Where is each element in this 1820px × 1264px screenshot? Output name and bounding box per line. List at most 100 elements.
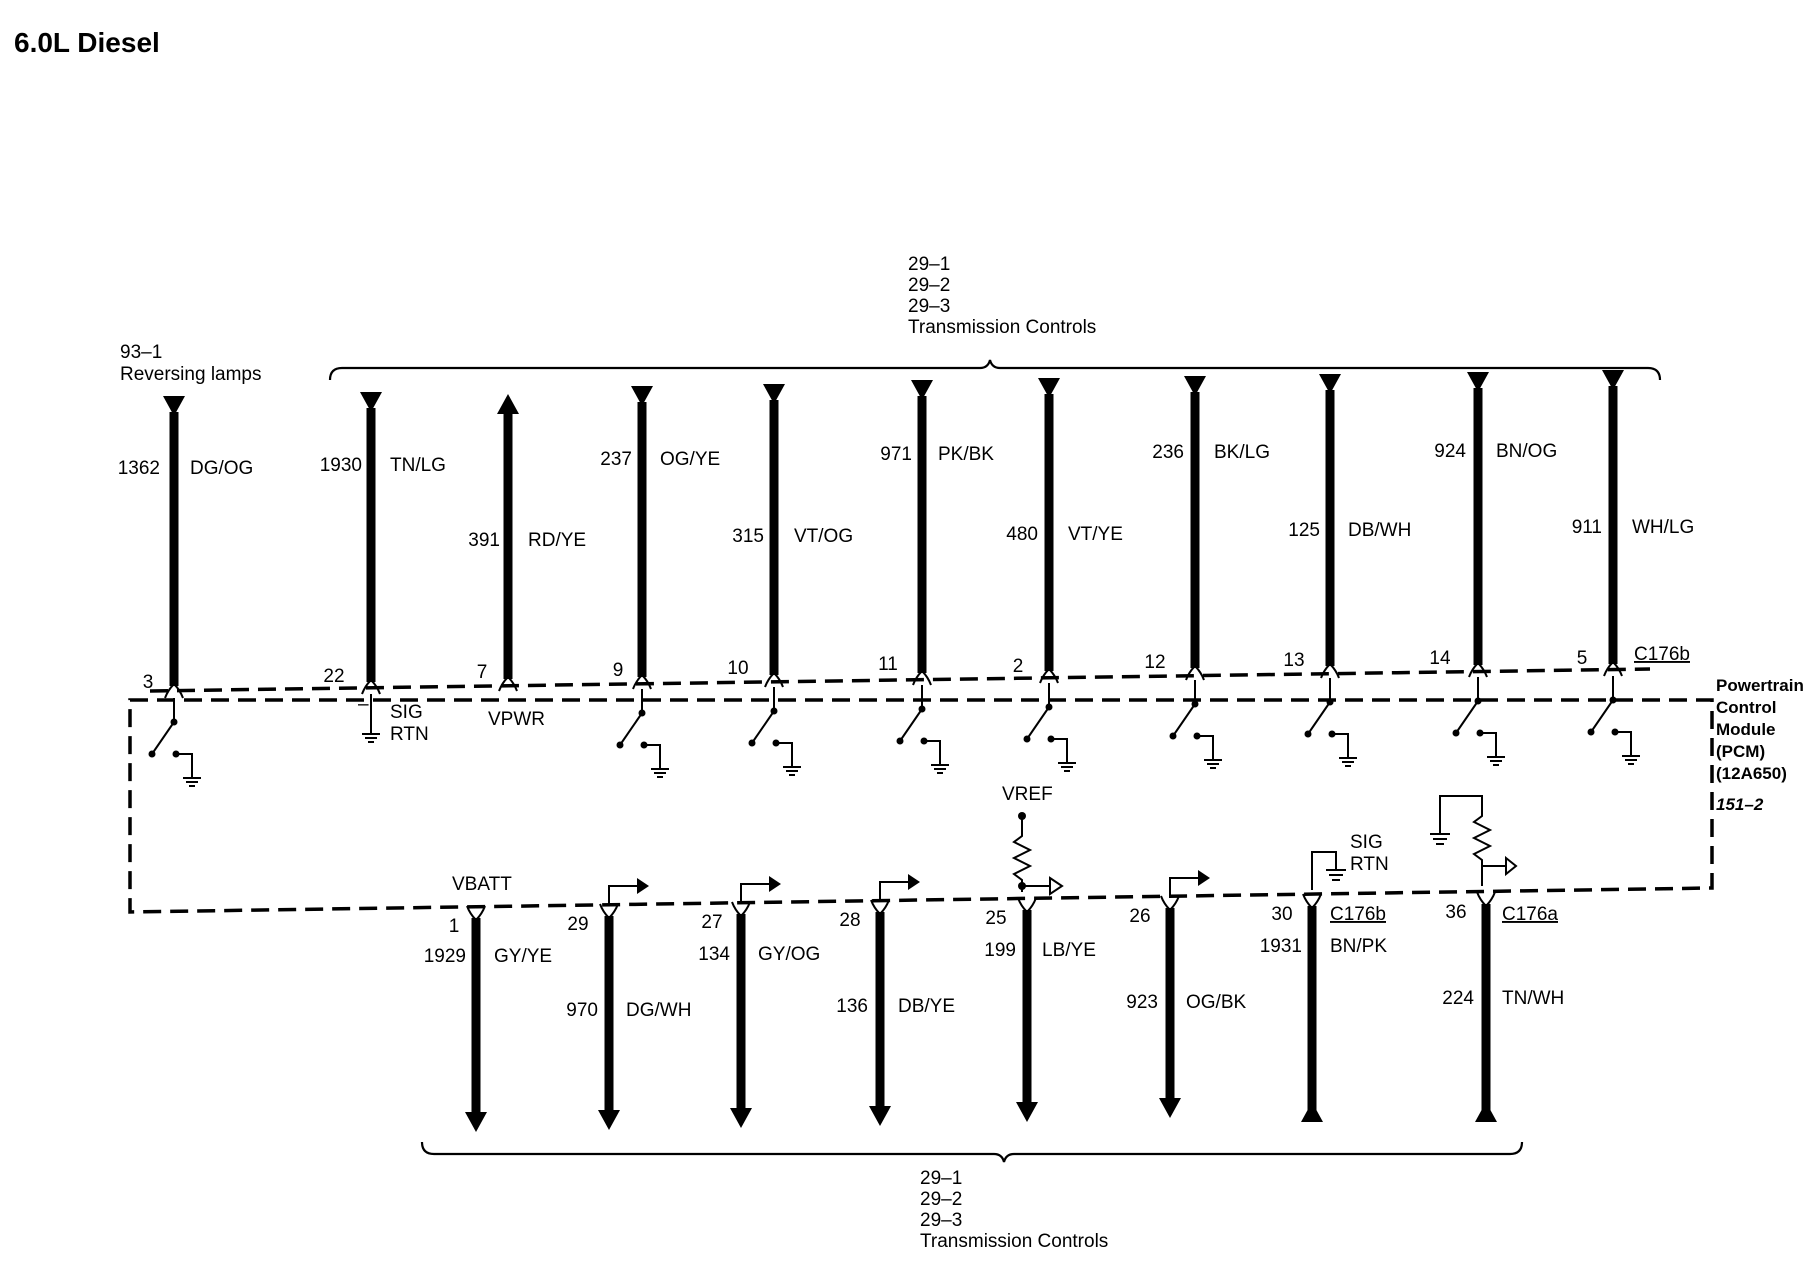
input-switch-icon [1304,678,1357,767]
wire-arrow-up [1475,1102,1497,1122]
bottom-group-ref-2: 29–2 [920,1189,962,1210]
wire-circuit-number: 136 [836,996,868,1017]
input-switch-icon [1023,683,1076,772]
wire-arrow-down [1159,1098,1181,1118]
wire-arrow-down [631,386,653,406]
wire-color-code: BK/LG [1214,442,1270,463]
connector-c176b-top-label: C176b [1634,644,1690,665]
wire-arrow-down [1319,374,1341,394]
wire-color-code: BN/OG [1496,441,1557,462]
connector-terminal [1476,891,1496,908]
wire-color-code: PK/BK [938,444,994,465]
top-group-ref-label: Transmission Controls [908,317,1096,338]
wire-circuit-number: 970 [566,1000,598,1021]
wire-circuit-number: 911 [1572,517,1602,538]
connector-terminal [1039,667,1059,684]
wire-pin-number: 26 [1129,906,1150,927]
wire-arrow-down [1038,378,1060,398]
wire-color-code: DB/WH [1348,520,1411,541]
output-driver-icon [1169,870,1210,898]
pcm-label-1: Powertrain [1716,676,1804,695]
wire-pin-number: 3 [143,672,154,693]
sig-rtn-ground-icon [1311,851,1346,890]
wire-color-code: OG/YE [660,449,720,470]
wire-arrow-up [497,394,519,414]
input-switch-icon [896,685,949,774]
pcm-label-2: Control [1716,698,1776,717]
wire-circuit-number: 1929 [424,946,466,967]
connector-terminal [764,671,784,688]
output-driver-icon [879,874,920,902]
page-title: 6.0L Diesel [14,27,160,58]
wire-pin-number: 30 [1271,904,1292,925]
input-switch-icon [1452,677,1505,766]
sig-rtn-bottom-rtn: RTN [1350,854,1389,875]
connector-terminal [632,673,652,690]
sig-rtn-ground-icon [362,724,380,743]
wire-circuit-number: 391 [468,530,500,551]
pcm-label-5: (12A650) [1716,764,1787,783]
wire-color-code: WH/LG [1632,517,1694,538]
vref-label: VREF [1002,784,1053,805]
wire-pin-number: 2 [1013,656,1024,677]
connector-terminal [1185,664,1205,681]
wire-circuit-number: 134 [698,944,730,965]
wire-circuit-number: 1931 [1260,936,1302,957]
wire-pin-number: 29 [567,914,588,935]
sig-rtn-top-rtn: RTN [390,724,429,745]
wire-arrow-up [1301,1102,1323,1122]
wire-color-code: DG/WH [626,1000,691,1021]
vpwr-label: VPWR [488,709,545,730]
wire-arrow-down [465,1112,487,1132]
wire-color-code: TN/LG [390,455,446,476]
wire-color-code: LB/YE [1042,940,1096,961]
wire-color-code: VT/OG [794,526,853,547]
connector-c176b-top-line [149,667,1651,693]
connector-terminal [1302,893,1322,910]
wire-pin-number: 9 [613,660,624,681]
vbatt-label: VBATT [452,874,512,895]
pcm-label-4: (PCM) [1716,742,1765,761]
switch-ground-icon [783,757,801,776]
wire-color-code: OG/BK [1186,992,1247,1013]
vref-resistor-icon [1011,812,1064,896]
input-switch-icon [616,689,669,778]
wire-arrow-down [1467,372,1489,392]
wire-circuit-number: 924 [1434,441,1466,462]
wire-arrow-down [598,1110,620,1130]
pcm-label-3: Module [1716,720,1776,739]
wire-arrow-down [869,1106,891,1126]
wire-pin-number: 1 [449,916,460,937]
switch-ground-icon [1339,748,1357,767]
potentiometer-icon [1430,795,1518,886]
top-group-ref-2: 29–2 [908,275,950,296]
switch-ground-icon [1204,750,1222,769]
bottom-group-bracket [420,1141,1524,1163]
top-group-bracket [328,359,1662,381]
pcm-page-ref: 151–2 [1716,795,1764,814]
connector-terminal [498,675,518,692]
switch-ground-icon [1622,746,1640,765]
reversing-ref-number: 93–1 [120,342,162,363]
wire-circuit-number: 224 [1442,988,1474,1009]
wire-pin-number: 7 [477,662,488,683]
wire-circuit-number: 199 [984,940,1016,961]
wire-circuit-number: 1930 [320,455,362,476]
connector-terminal [912,669,932,686]
